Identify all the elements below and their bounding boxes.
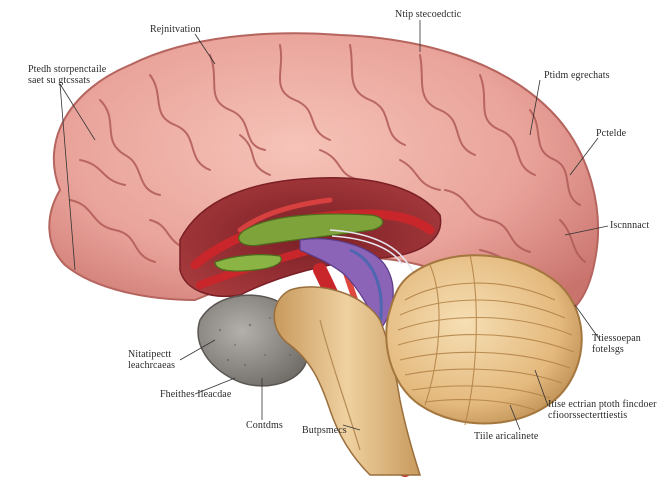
label-top-center: Rejnitvation bbox=[150, 24, 201, 35]
label-top-right: Ntip stecoedctic bbox=[395, 9, 462, 20]
label-bottom-right: Tiile aricalinete bbox=[474, 431, 539, 442]
label-right-lower: Ttiessoepan fotelsgs bbox=[592, 333, 641, 355]
label-left-lower: Nitatipectt leachrcaeas bbox=[128, 349, 176, 371]
green-structure-upper bbox=[238, 213, 384, 247]
label-top-left: Ptedh storpenctaile saet su gtcssats bbox=[28, 64, 107, 86]
label-bottom-right-multi: Itise ectrian ptoth fincdoer cfioorssect… bbox=[548, 399, 657, 421]
brainstem bbox=[273, 286, 422, 476]
cerebellum-folia bbox=[397, 254, 575, 426]
green-structure-lower bbox=[214, 254, 282, 272]
leader-lines bbox=[59, 20, 609, 431]
label-bottom-left: Fheithes Ileacdae bbox=[160, 389, 232, 400]
label-bottom-center: Butpsmecs bbox=[302, 425, 347, 436]
blue-vessel bbox=[349, 248, 383, 326]
cerebellum bbox=[385, 254, 583, 425]
label-right-mid-lower: Iscnnnact bbox=[610, 220, 650, 231]
label-right-upper: Ptidm egrechats bbox=[544, 70, 610, 81]
label-right-middle: Pctelde bbox=[596, 128, 627, 139]
brainstem-line bbox=[319, 319, 361, 451]
label-bottom-center-left: Contdms bbox=[246, 420, 283, 431]
